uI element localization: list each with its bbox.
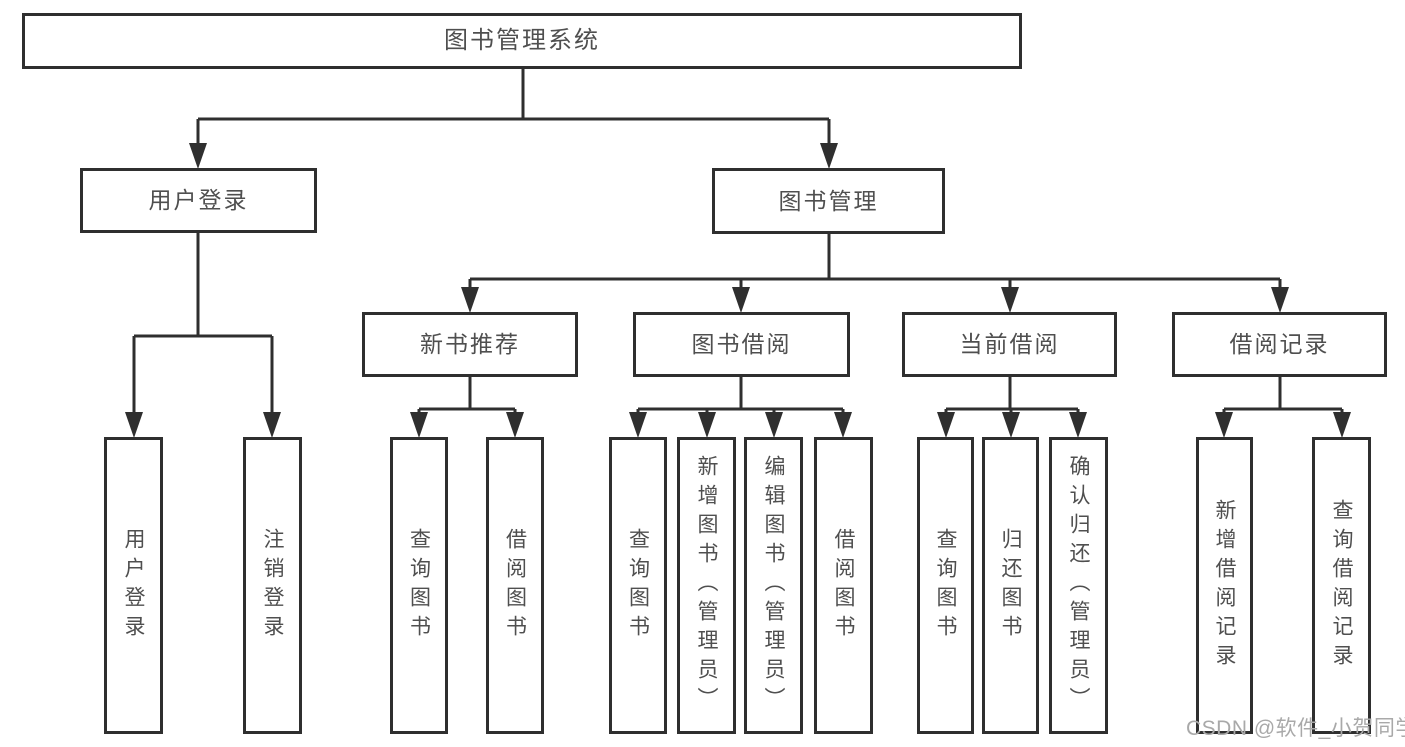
node-user-login: 用户登录 — [80, 168, 317, 233]
arrow-down-icon — [698, 412, 716, 438]
connector-book-management-children — [461, 233, 1289, 313]
node-new-book-recommend: 新书推荐 — [362, 312, 578, 377]
node-current-borrow: 当前借阅 — [902, 312, 1117, 377]
node-book-management: 图书管理 — [712, 168, 945, 234]
arrow-down-icon — [1333, 412, 1351, 438]
leaf-borrow-books-recommend: 借阅图书 — [486, 437, 544, 734]
arrow-down-icon — [263, 412, 281, 438]
node-borrow-records: 借阅记录 — [1172, 312, 1387, 377]
connector-borrow-records-children — [1215, 377, 1351, 438]
leaf-confirm-return-admin: 确认归还（管理员） — [1049, 437, 1108, 734]
arrow-down-icon — [461, 287, 479, 313]
connector-book-borrow-children — [629, 377, 852, 438]
csdn-watermark: CSDN @软件_小贺同学 — [1186, 717, 1405, 740]
arrow-down-icon — [820, 143, 838, 169]
arrow-down-icon — [189, 143, 207, 169]
leaf-query-books-recommend: 查询图书 — [390, 437, 448, 734]
node-book-borrow: 图书借阅 — [633, 312, 850, 377]
arrow-down-icon — [1069, 412, 1087, 438]
leaf-query-books-current: 查询图书 — [917, 437, 974, 734]
leaf-query-borrow-record: 查询借阅记录 — [1312, 437, 1371, 734]
arrow-down-icon — [834, 412, 852, 438]
leaf-add-borrow-record: 新增借阅记录 — [1196, 437, 1253, 734]
leaf-query-books-borrow: 查询图书 — [609, 437, 667, 734]
connector-root-to-level2 — [189, 67, 838, 169]
arrow-down-icon — [1215, 412, 1233, 438]
arrow-down-icon — [732, 287, 750, 313]
leaf-return-books: 归还图书 — [982, 437, 1039, 734]
connector-new-book-recommend-children — [410, 377, 524, 438]
arrow-down-icon — [1271, 287, 1289, 313]
arrow-down-icon — [765, 412, 783, 438]
leaf-user-login: 用户登录 — [104, 437, 163, 734]
leaf-add-books-admin: 新增图书（管理员） — [677, 437, 736, 734]
arrow-down-icon — [1002, 412, 1020, 438]
arrow-down-icon — [506, 412, 524, 438]
arrow-down-icon — [125, 412, 143, 438]
arrow-down-icon — [629, 412, 647, 438]
leaf-logout: 注销登录 — [243, 437, 302, 734]
node-library-system: 图书管理系统 — [22, 13, 1022, 69]
arrow-down-icon — [410, 412, 428, 438]
connector-user-login-children — [125, 233, 281, 438]
leaf-borrow-books: 借阅图书 — [814, 437, 873, 734]
arrow-down-icon — [937, 412, 955, 438]
leaf-edit-books-admin: 编辑图书（管理员） — [744, 437, 803, 734]
connector-current-borrow-children — [937, 377, 1087, 438]
arrow-down-icon — [1001, 287, 1019, 313]
